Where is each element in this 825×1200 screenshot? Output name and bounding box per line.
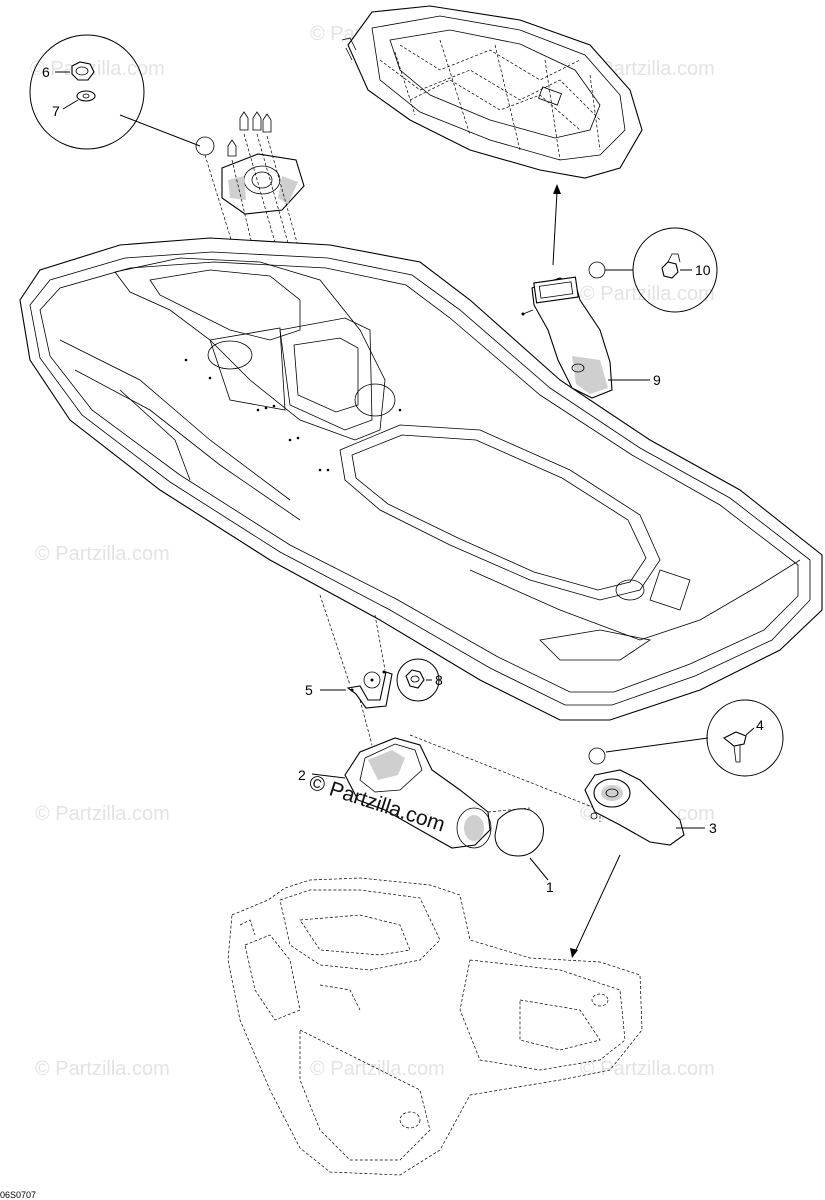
hull-part	[19, 237, 823, 721]
front-duct-part-2	[311, 734, 601, 849]
callout-4: 4	[756, 717, 764, 733]
callout-3: 3	[709, 820, 717, 836]
gasket-part-1	[494, 808, 549, 881]
callout-5: 5	[305, 682, 313, 698]
callout-9: 9	[653, 372, 661, 388]
watermark: © Partzilla.com	[580, 283, 715, 305]
callout-2: 2	[298, 767, 306, 783]
watermark: © Partzilla.com	[35, 1058, 170, 1080]
watermark: © Partzilla.com	[35, 543, 170, 565]
vent-duct-part-9	[521, 227, 718, 399]
callout-1: 1	[546, 879, 554, 895]
callout-labels: 1 2 3 4 5 6 7 8 9 10	[42, 64, 764, 895]
rear-duct-part-3	[570, 699, 784, 958]
callout-8: 8	[435, 672, 443, 688]
callout-10: 10	[695, 262, 711, 278]
lower-hull-part	[227, 877, 643, 1176]
callout-7: 7	[52, 103, 60, 119]
watermark: © Partzilla.com	[580, 1058, 715, 1080]
callout-6: 6	[42, 64, 50, 80]
bracket-part-5	[320, 658, 440, 746]
callout-circle-6-7	[29, 34, 215, 156]
arrow-9-to-cover	[552, 184, 561, 266]
watermark: © Partzilla.com	[35, 803, 170, 825]
deck-cover-part	[341, 5, 643, 179]
drawing-code: 06S0707	[0, 1190, 36, 1200]
watermark: © Partzilla.com	[30, 58, 165, 80]
